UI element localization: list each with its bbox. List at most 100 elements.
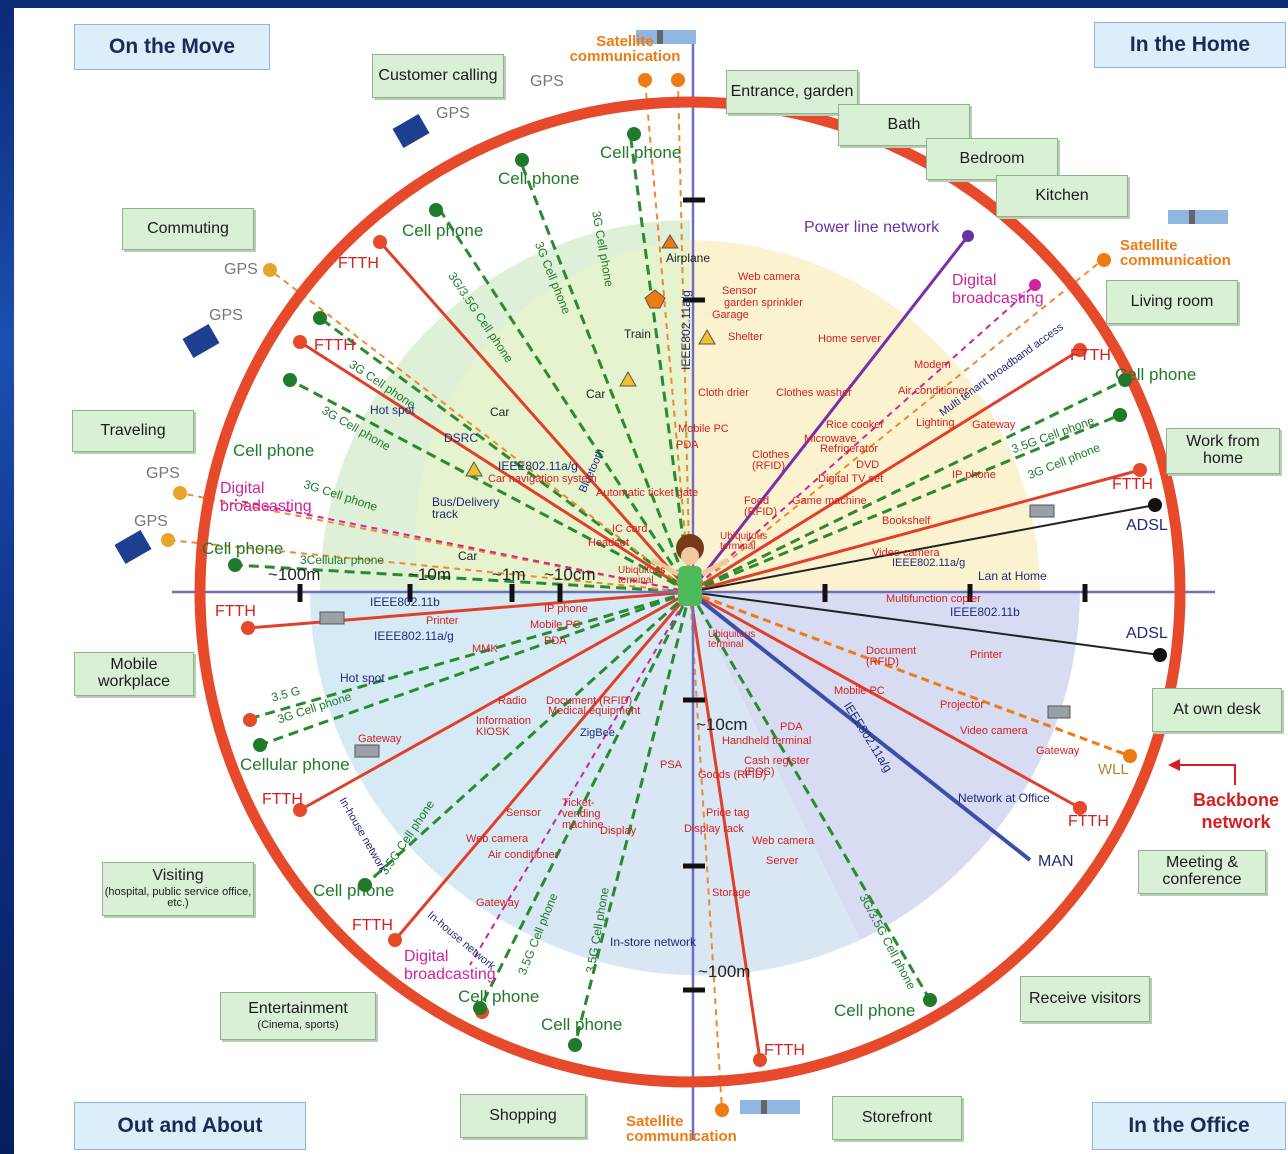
ftth-spoke bbox=[689, 348, 1081, 594]
scene-traveling: Traveling bbox=[72, 410, 194, 452]
label-car-nav: Car navigation system bbox=[488, 473, 597, 485]
label-adsl: ADSL bbox=[1126, 625, 1168, 642]
scene-entertainment: Entertainment (Cinema, sports) bbox=[220, 992, 376, 1040]
label-cell-phone: Cell phone bbox=[402, 221, 484, 240]
label-web-camera: Web camera bbox=[752, 835, 815, 847]
adsl-spoke bbox=[689, 504, 1156, 593]
zone-shop bbox=[520, 592, 860, 976]
label-pda: PDA bbox=[780, 721, 803, 733]
label-cash-register: Cash register (POS) bbox=[744, 755, 810, 778]
ring-nodes bbox=[161, 73, 1167, 1117]
corner-out-and-about: Out and About bbox=[74, 1102, 306, 1150]
label-cell-phone: Cell phone bbox=[834, 1001, 916, 1020]
label-satellite-bottom: Satellite communication bbox=[626, 1113, 737, 1145]
label-satellite-right: Satellite communication bbox=[1120, 237, 1231, 269]
label-cell-phone: Cell phone bbox=[498, 169, 580, 188]
label-document-rfid: Document (RFID) bbox=[546, 695, 633, 707]
label-car: Car bbox=[586, 387, 606, 401]
label-info-kiosk: Information KIOSK bbox=[476, 715, 532, 738]
label-web-camera: Web camera bbox=[738, 271, 801, 283]
dashed-spokes bbox=[234, 131, 1126, 1046]
label-ubiquitous: Ubiquitous terminal bbox=[720, 531, 768, 552]
label-bookshelf: Bookshelf bbox=[882, 515, 931, 527]
label-microwave: Microwave bbox=[804, 433, 857, 445]
scene-visiting-title: Visiting bbox=[152, 867, 204, 885]
label-gps: GPS bbox=[224, 261, 258, 278]
zone-move-core bbox=[415, 240, 690, 592]
label-shelter: Shelter bbox=[728, 331, 763, 343]
label-cloth-drier: Cloth drier bbox=[698, 387, 749, 399]
scene-commuting: Commuting bbox=[122, 208, 254, 250]
label-wll: WLL bbox=[1098, 761, 1129, 778]
label-ubiquitous: Ubiquitous terminal bbox=[708, 629, 756, 650]
label-mobile-pc: Mobile PC bbox=[530, 619, 581, 631]
label-ftth: FTTH bbox=[352, 917, 393, 934]
label-display: Display bbox=[600, 825, 637, 837]
label-digital-broadcasting-left: Digital broadcasting bbox=[220, 480, 312, 515]
backbone-arrowhead bbox=[1168, 759, 1180, 771]
zone-home bbox=[690, 240, 1040, 592]
label-dsrc: DSRC bbox=[444, 431, 479, 445]
spoke-ieee-vertical: IEEE802.11a/g bbox=[679, 290, 693, 370]
scene-meeting-conference: Meeting & conference bbox=[1138, 850, 1266, 894]
label-ftth: FTTH bbox=[215, 603, 256, 620]
label-ic-card: IC card bbox=[612, 523, 648, 535]
axis-ticks bbox=[297, 197, 1088, 993]
adsl-spoke bbox=[689, 591, 1161, 656]
label-modem: Modem bbox=[914, 359, 951, 371]
scene-shopping: Shopping bbox=[460, 1094, 586, 1138]
scene-visiting: Visiting (hospital, public service offic… bbox=[102, 862, 254, 916]
label-ftth: FTTH bbox=[262, 791, 303, 808]
axis-label-100m: ~100m bbox=[268, 565, 321, 584]
label-cell-phone: Cell phone bbox=[600, 143, 682, 162]
label-psa: PSA bbox=[660, 759, 683, 771]
zone-office bbox=[690, 592, 1080, 940]
axis-label-1m: ~1m bbox=[492, 565, 526, 584]
label-bus-delivery: Bus/Delivery track bbox=[432, 495, 500, 521]
label-gps: GPS bbox=[530, 73, 564, 90]
scene-entertainment-sub: (Cinema, sports) bbox=[257, 1018, 339, 1031]
label-clothes-washer: Clothes washer bbox=[776, 387, 852, 399]
scene-at-own-desk: At own desk bbox=[1152, 688, 1282, 732]
label-ftth: FTTH bbox=[1068, 813, 1109, 830]
label-ticket-vending: Ticket-vending machine bbox=[562, 797, 604, 831]
label-cell-phone: Cell phone bbox=[233, 441, 315, 460]
label-home-server: Home server bbox=[818, 333, 881, 345]
label-power-line: Power line network bbox=[804, 219, 940, 236]
label-handheld: Handheld terminal bbox=[722, 735, 812, 747]
zone-about bbox=[310, 592, 690, 930]
label-projector: Projector bbox=[940, 699, 985, 711]
ftth-spoke bbox=[689, 590, 1081, 810]
label-car: Car bbox=[458, 549, 478, 563]
man-spoke bbox=[688, 590, 1032, 862]
backbone-arrow bbox=[1172, 764, 1236, 785]
corner-on-the-move: On the Move bbox=[74, 24, 270, 70]
spoke-3cellular: 3Cellular phone bbox=[300, 553, 385, 567]
label-storage: Storage bbox=[712, 887, 751, 899]
label-ieee-office: IEEE802.11b bbox=[950, 605, 1020, 619]
corner-in-the-office: In the Office bbox=[1092, 1102, 1286, 1150]
label-mobile-pc: Mobile PC bbox=[678, 423, 729, 435]
scene-work-from-home: Work from home bbox=[1166, 428, 1280, 474]
scene-kitchen: Kitchen bbox=[996, 175, 1128, 217]
label-digital-broadcasting-home: Digital broadcasting bbox=[952, 272, 1044, 307]
label-lighting: Lighting bbox=[916, 417, 955, 429]
label-medical: Medical equipment bbox=[548, 705, 641, 717]
label-multifunction: Multifunction copier bbox=[886, 593, 981, 605]
label-ieee: IEEE802.11b bbox=[370, 595, 440, 609]
label-zigbee: ZigBee bbox=[580, 727, 615, 739]
label-display-rack: Display rack bbox=[684, 823, 744, 835]
person-face bbox=[681, 547, 699, 565]
orange-spokes bbox=[167, 79, 1101, 1111]
label-backbone-network: Backbone network bbox=[1192, 790, 1280, 832]
label-car: Car bbox=[490, 405, 510, 419]
label-cellular-phone: Cellular phone bbox=[240, 755, 350, 774]
label-gateway: Gateway bbox=[358, 733, 402, 745]
label-printer: Printer bbox=[970, 649, 1003, 661]
label-airplane: Airplane bbox=[666, 251, 711, 265]
label-headset: Headset bbox=[588, 537, 629, 549]
label-gps: GPS bbox=[134, 513, 168, 530]
label-pda: PDA bbox=[544, 635, 567, 647]
label-cell-phone: Cell phone bbox=[1115, 365, 1197, 384]
label-ticket-gate: Automatic ticket gate bbox=[596, 487, 699, 499]
